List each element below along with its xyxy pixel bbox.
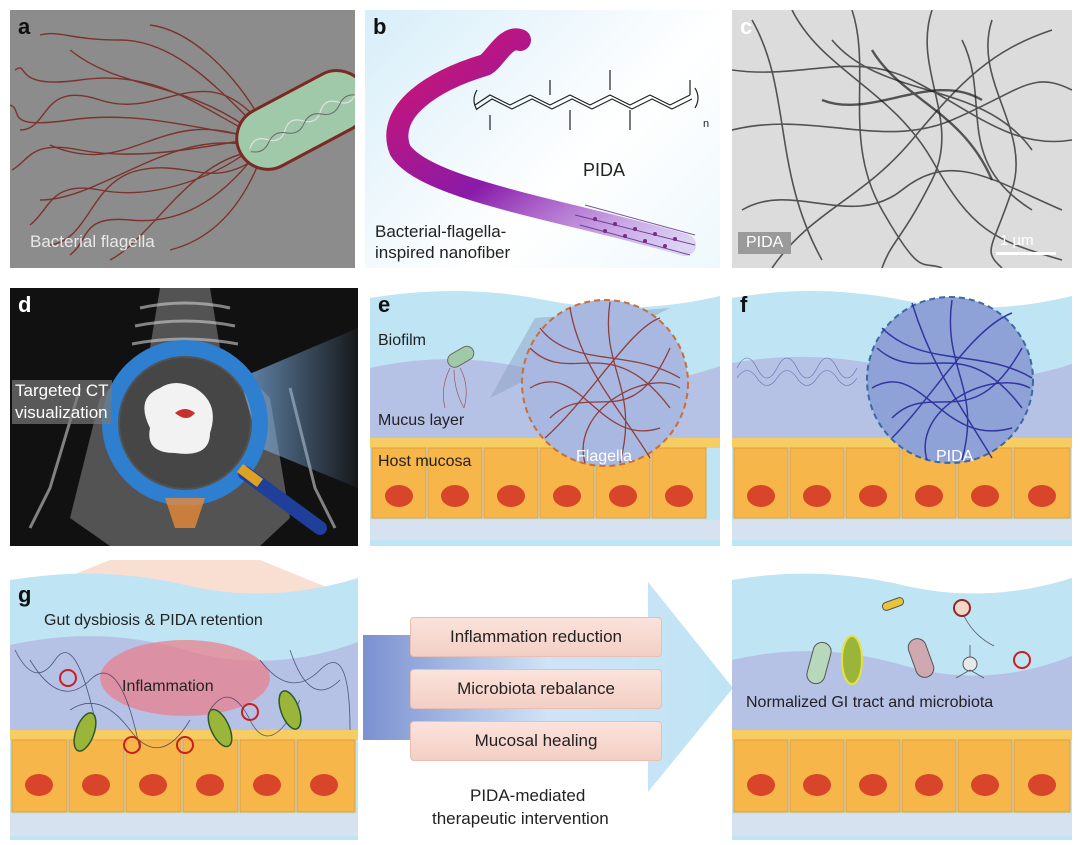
ct-caption-1: Targeted CT [12,380,112,402]
caption-nanofiber-2: inspired nanofiber [375,243,511,262]
inflammation-label: Inflammation [122,678,214,695]
panel-f: f PIDA [732,288,1072,546]
scale-bar-label: 1 µm [1000,232,1034,249]
dysbiosis-title: Gut dysbiosis & PIDA retention [44,612,263,629]
panel-label-e: e [378,292,391,317]
panel-g-left: g Gut dysbiosis & PIDA retention Inflamm… [10,560,358,840]
polymer-subscript: n [703,118,710,130]
panel-e: e Biofilm Mucus layer Host mucosa Flagel… [370,288,720,546]
biofilm-flagella-illustration [370,290,720,546]
tem-sample-tag: PIDA [738,232,792,254]
ct-caption-2: visualization [12,402,111,424]
step-mucosal-healing: Mucosal healing [410,721,662,761]
step-microbiota-rebalance: Microbiota rebalance [410,669,662,709]
zoom-label-flagella: Flagella [576,448,633,465]
panel-c: c PIDA 1 µm [732,10,1072,268]
layer-label-mucus: Mucus layer [378,412,465,429]
panel-label-f: f [740,292,748,317]
layer-label-biofilm: Biofilm [378,332,427,349]
nanofiber-illustration [386,28,699,256]
bacterium-illustration [10,24,355,261]
step-inflammation-reduction: Inflammation reduction [410,617,662,657]
panel-label-a: a [18,14,31,39]
panel-a: a Bacterial flagella [10,10,355,268]
caption-bacterial-flagella: Bacterial flagella [30,232,155,251]
normalized-gi-illustration [732,573,1072,840]
dysbiosis-illustration [10,560,358,840]
panel-label-c: c [740,14,753,39]
layer-label-host-mucosa: Host mucosa [378,453,472,470]
panel-label-b: b [373,14,387,39]
caption-nanofiber-1: Bacterial-flagella- [375,222,507,241]
normalized-title: Normalized GI tract and microbiota [746,694,994,711]
intervention-caption-2: therapeutic intervention [432,809,609,828]
compound-label-pida: PIDA [583,160,626,180]
panel-g-right: Normalized GI tract and microbiota [732,560,1072,840]
tem-micrograph [732,10,1072,268]
panel-label-d: d [18,292,32,317]
ct-body-illustration [28,288,358,546]
panel-b: b PIDA n Bacterial-flagella- inspired na… [365,10,720,268]
panel-d: d Targeted CT visualization [10,288,358,546]
panel-label-g: g [18,582,32,607]
pida-coating-illustration [732,290,1072,546]
scale-bar [996,252,1056,255]
zoom-label-pida: PIDA [936,448,974,465]
intervention-caption-1: PIDA-mediated [470,786,586,805]
